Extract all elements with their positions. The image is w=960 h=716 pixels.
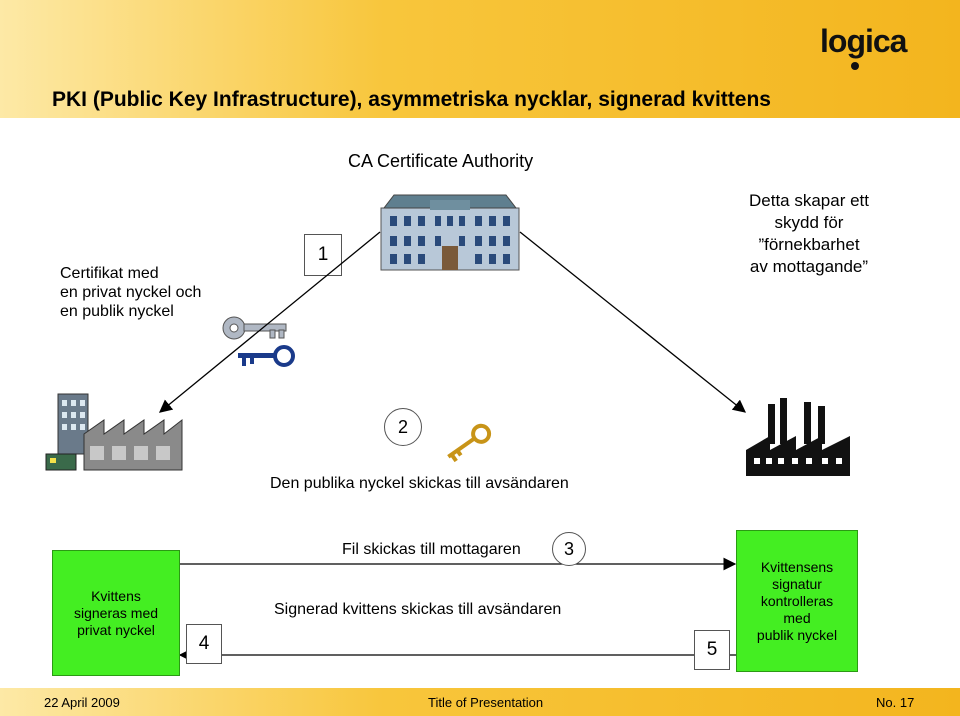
right-box-line: med [783,609,811,626]
protect-line: Detta skapar ett [748,191,869,210]
protection-description: Detta skapar ett skydd för ”förnekbarhet… [714,190,904,278]
right-box-line: signatur [772,575,822,592]
step-4-badge: 4 [186,624,222,664]
ca-heading: CA Certificate Authority [348,151,534,171]
footer-title: Title of Presentation [428,695,544,710]
building-icon [380,192,520,277]
footer-page-number: No. 17 [876,695,915,710]
step-2-text: Den publika nyckel skickas till avsändar… [270,475,569,492]
protect-line: ”förnekbarhet [758,235,860,254]
step-3-text: Fil skickas till mottagaren [342,541,521,558]
right-box-line: kontrolleras [760,592,834,609]
cert-line: Certifikat med [60,265,159,282]
receipt-text: Signerad kvittens skickas till avsändare… [274,601,562,618]
cert-line: en privat nyckel och [60,284,202,301]
arrow-ca-to-sender [158,231,381,413]
receiver-factory-icon [746,396,858,483]
gold-key-icon [438,418,498,473]
protect-line: skydd för [774,213,844,232]
sender-factory-icon [44,390,184,477]
step-3-badge: 3 [552,532,586,566]
arrow-ca-to-receiver [519,231,747,413]
step-5-badge: 5 [694,630,730,670]
title-band [0,0,960,118]
footer-bar: 22 April 2009 Title of Presentation No. … [0,688,960,716]
logica-logo: logica [820,22,916,77]
slide-title: PKI (Public Key Infrastructure), asymmet… [52,88,771,111]
cert-line: en publik nyckel [60,303,174,320]
left-box-line: privat nyckel [77,621,155,638]
step-1-badge: 1 [304,234,342,276]
left-receipt-box: Kvittens signeras med privat nyckel [52,550,180,676]
left-box-line: signeras med [73,604,159,621]
right-receipt-box: Kvittensens signatur kontrolleras med pu… [736,530,858,672]
footer-date: 22 April 2009 [44,695,120,710]
left-box-line: Kvittens [91,587,141,604]
certificate-description: Certifikat med en privat nyckel och en p… [60,264,201,321]
right-box-line: publik nyckel [756,626,838,643]
right-box-line: Kvittensens [760,558,834,575]
step-2-badge: 2 [384,408,422,446]
protect-line: av mottagande” [749,257,869,276]
svg-text:logica: logica [820,23,908,59]
key-pair-icon [220,314,300,379]
